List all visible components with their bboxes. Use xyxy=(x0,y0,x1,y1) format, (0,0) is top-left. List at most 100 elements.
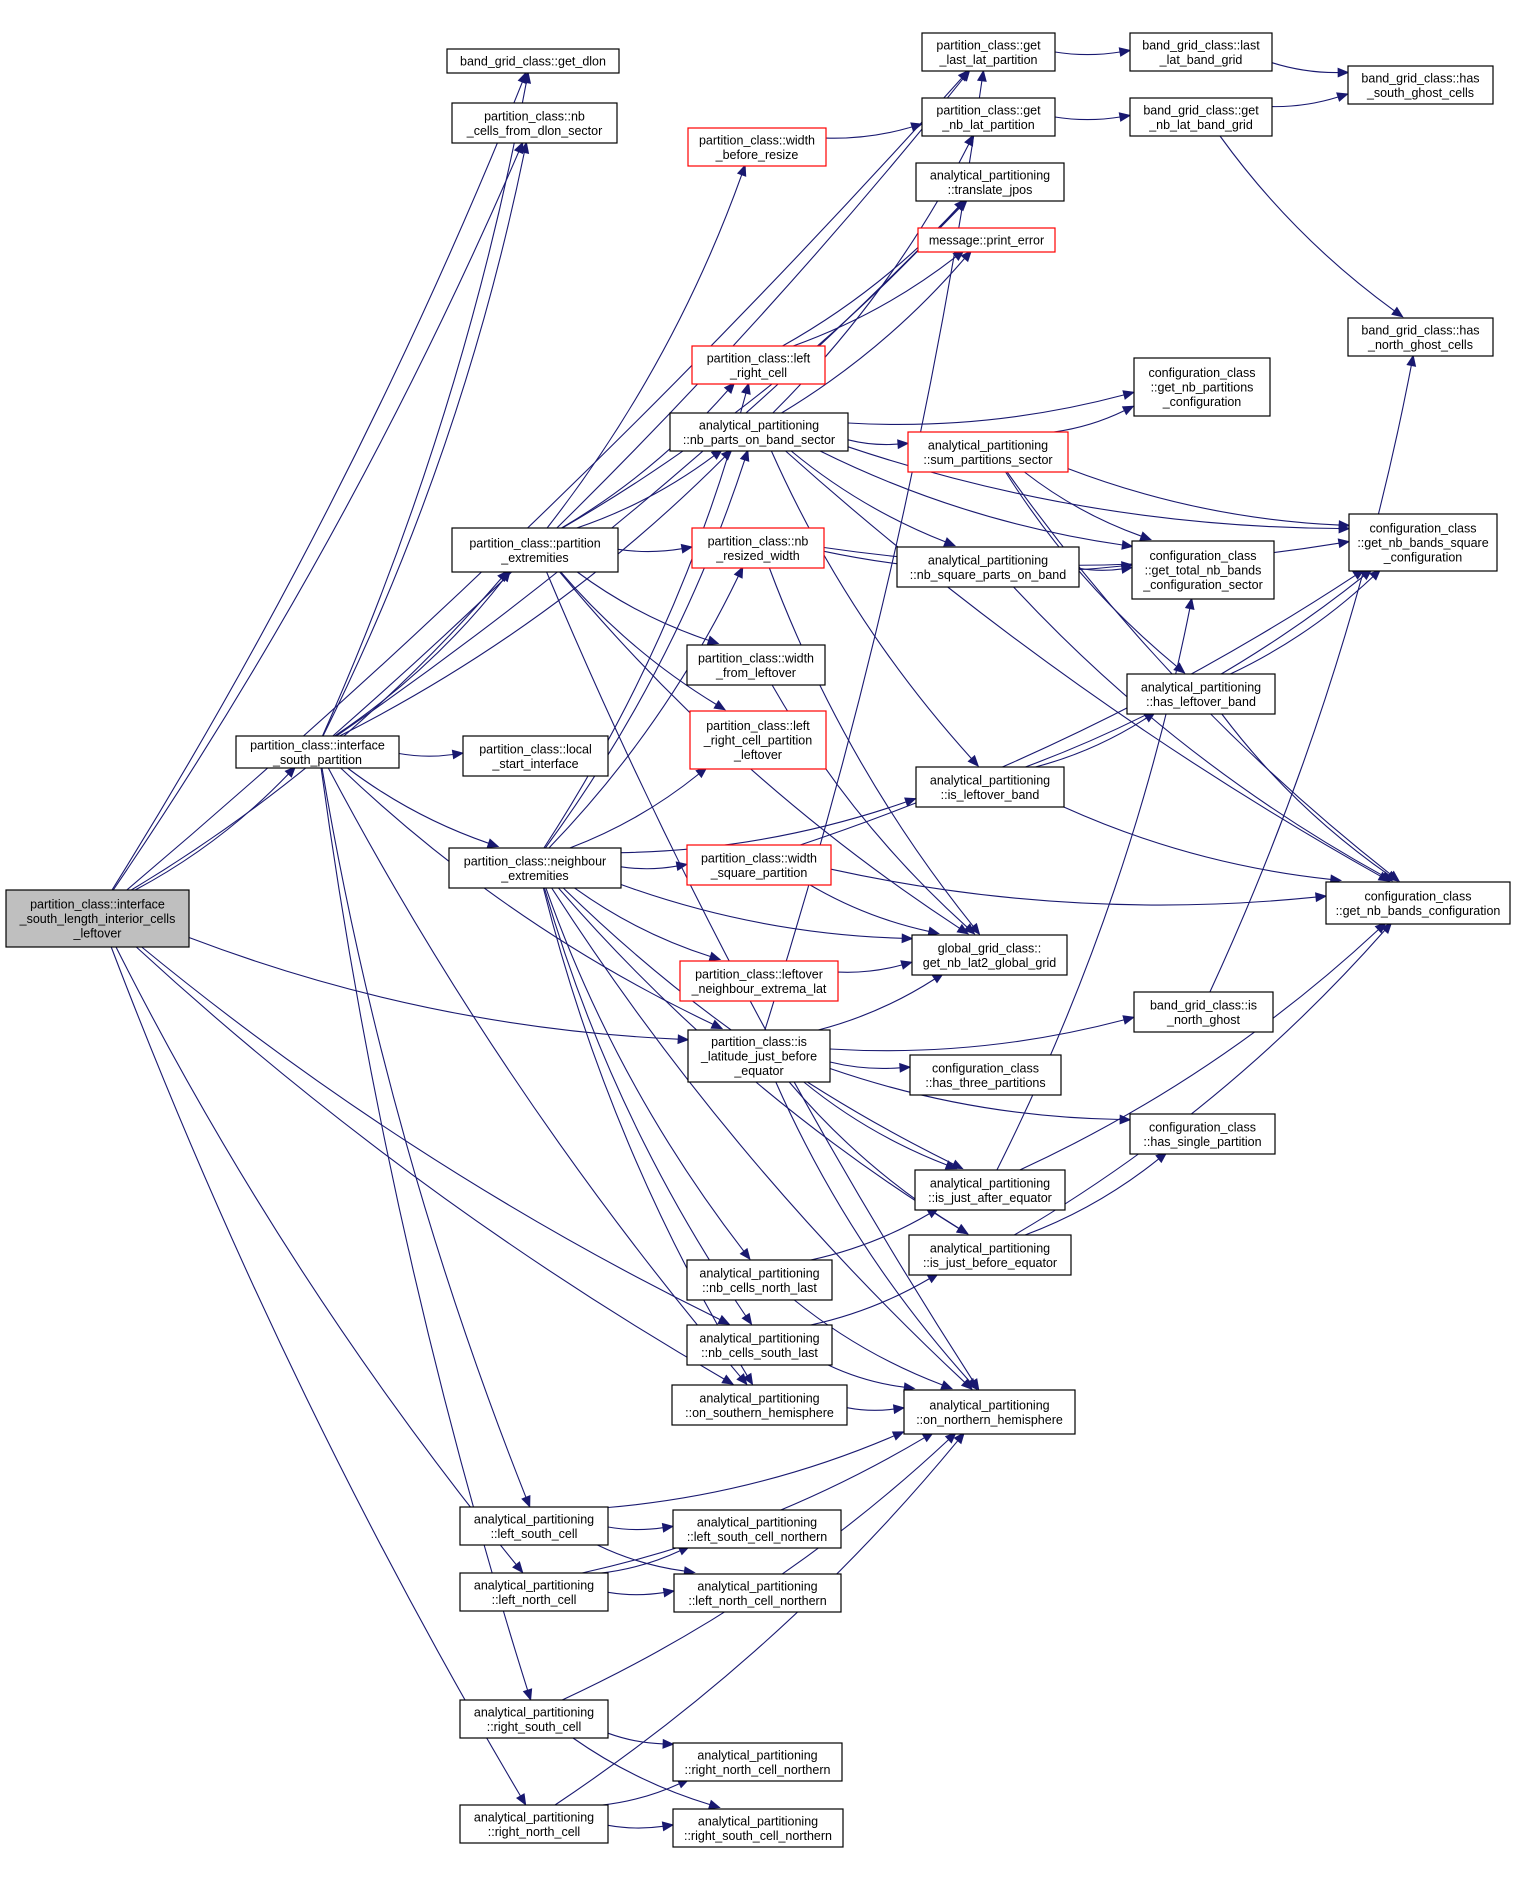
node-label-line: ::right_south_cell xyxy=(487,1720,582,1734)
node-has-leftover-band[interactable]: analytical_partitioning::has_leftover_ba… xyxy=(1126,673,1276,715)
node-label-line: ::sum_partitions_sector xyxy=(923,453,1052,467)
edge-neighbour-extremities-to-nb-cells-south-last xyxy=(543,887,753,1326)
node-nb-resized-width[interactable]: partition_class::nb_resized_width xyxy=(691,527,825,569)
node-is-north-ghost[interactable]: band_grid_class::is_north_ghost xyxy=(1133,991,1274,1033)
node-has-single-partition[interactable]: configuration_class::has_single_partitio… xyxy=(1129,1113,1276,1155)
node-label-line: _south_ghost_cells xyxy=(1366,86,1474,100)
node-box xyxy=(691,345,826,385)
node-get-dlon[interactable]: band_grid_class::get_dlon xyxy=(446,48,620,74)
edge-is-lat-just-before-to-is-just-after-equator xyxy=(803,1081,958,1170)
node-get-last-lat-partition[interactable]: partition_class::get_last_lat_partition xyxy=(921,32,1056,72)
edge-is-lat-just-before-to-is-north-ghost xyxy=(829,1015,1135,1052)
edge-get-nb-lat-band-grid-to-has-south-ghost xyxy=(1271,92,1349,108)
node-label-line: partition_class::is xyxy=(711,1035,807,1049)
edge-root-to-isp xyxy=(134,765,297,891)
node-leftover-neighbour-extrema[interactable]: partition_class::leftover_neighbour_extr… xyxy=(679,960,839,1002)
node-left-north-cell-northern[interactable]: analytical_partitioning::left_north_cell… xyxy=(673,1573,842,1613)
node-has-north-ghost[interactable]: band_grid_class::has_north_ghost_cells xyxy=(1347,317,1494,357)
node-label-line: partition_class::width xyxy=(701,851,817,865)
node-label-line: configuration_class xyxy=(1148,366,1255,380)
node-label-line: partition_class::partition xyxy=(469,536,600,550)
node-label-line: ::right_north_cell xyxy=(488,1825,580,1839)
node-right-north-cell[interactable]: analytical_partitioning::right_north_cel… xyxy=(459,1804,609,1844)
node-label-line: analytical_partitioning xyxy=(699,1391,819,1405)
node-neighbour-extremities[interactable]: partition_class::neighbour_extremities xyxy=(448,847,622,889)
node-left-right-cell[interactable]: partition_class::left_right_cell xyxy=(691,345,826,385)
node-box xyxy=(686,644,826,686)
node-is-just-before-equator[interactable]: analytical_partitioning::is_just_before_… xyxy=(908,1234,1072,1276)
edge-neighbour-extremities-to-is-leftover-band xyxy=(620,797,917,854)
node-is-lat-just-before[interactable]: partition_class::is_latitude_just_before… xyxy=(687,1029,831,1083)
edge-is-just-before-equator-to-nb-bands-configuration xyxy=(1014,921,1393,1236)
node-label-line: band_grid_class::get_dlon xyxy=(460,55,606,69)
node-label-line: analytical_partitioning xyxy=(930,1241,1050,1255)
node-on-southern[interactable]: analytical_partitioning::on_southern_hem… xyxy=(671,1384,848,1426)
node-width-before-resize[interactable]: partition_class::width_before_resize xyxy=(687,127,827,167)
node-sum-partitions-sector[interactable]: analytical_partitioning::sum_partitions_… xyxy=(907,431,1069,473)
node-get-nb-lat-band-grid[interactable]: band_grid_class::get_nb_lat_band_grid xyxy=(1129,97,1273,137)
node-label-line: partition_class::local xyxy=(479,742,592,756)
node-nb-bands-configuration[interactable]: configuration_class::get_nb_bands_config… xyxy=(1325,881,1511,925)
node-label-line: _right_cell xyxy=(729,366,787,380)
node-nb-partitions-conf[interactable]: configuration_class::get_nb_partitions_c… xyxy=(1133,357,1271,417)
node-partition-extremities[interactable]: partition_class::partition_extremities xyxy=(451,527,619,573)
node-nb-square-parts[interactable]: analytical_partitioning::nb_square_parts… xyxy=(896,546,1080,588)
node-is-just-after-equator[interactable]: analytical_partitioning::is_just_after_e… xyxy=(914,1169,1066,1211)
edge-partition-extremities-to-lrc-partition-leftover xyxy=(560,571,727,711)
node-label-line: configuration_class xyxy=(1149,549,1256,563)
node-has-south-ghost[interactable]: band_grid_class::has_south_ghost_cells xyxy=(1347,65,1494,105)
node-total-nb-bands[interactable]: configuration_class::get_total_nb_bands_… xyxy=(1131,540,1275,600)
node-box xyxy=(235,735,400,769)
node-left-north-cell[interactable]: analytical_partitioning::left_north_cell xyxy=(459,1572,609,1612)
edge-is-leftover-band-to-has-leftover-band xyxy=(1035,711,1156,768)
node-has-three-partitions[interactable]: configuration_class::has_three_partition… xyxy=(909,1054,1062,1096)
edge-neighbour-extremities-to-on-southern xyxy=(542,887,754,1386)
node-right-north-cell-northern[interactable]: analytical_partitioning::right_north_cel… xyxy=(672,1742,843,1782)
node-on-northern[interactable]: analytical_partitioning::on_northern_hem… xyxy=(903,1389,1076,1435)
node-width-from-leftover[interactable]: partition_class::width_from_leftover xyxy=(686,644,826,686)
edge-root-to-is-lat-just-before xyxy=(188,936,690,1045)
node-get-nb-lat-partition[interactable]: partition_class::get_nb_lat_partition xyxy=(921,97,1056,137)
node-label-line: ::left_north_cell_northern xyxy=(688,1594,826,1608)
node-box xyxy=(896,546,1080,588)
node-label-line: ::nb_parts_on_band_sector xyxy=(683,433,835,447)
edge-right-north-cell-to-right-south-cell-northern xyxy=(607,1821,675,1832)
edge-neighbour-extremities-to-leftover-neighbour-extrema xyxy=(574,887,722,962)
node-left-south-cell[interactable]: analytical_partitioning::left_south_cell xyxy=(459,1506,609,1546)
node-print-error[interactable]: message::print_error xyxy=(917,227,1056,253)
edge-partition-extremities-to-left-right-cell xyxy=(561,381,736,529)
node-box xyxy=(448,847,622,889)
node-label-line: band_grid_class::has xyxy=(1361,71,1479,85)
node-label-line: partition_class::neighbour xyxy=(464,854,606,868)
edge-right-south-cell-to-on-northern xyxy=(561,1431,957,1701)
node-nb-cells-dlon[interactable]: partition_class::nb_cells_from_dlon_sect… xyxy=(451,102,618,144)
node-label-line: analytical_partitioning xyxy=(929,1398,1049,1412)
node-isp[interactable]: partition_class::interface_south_partiti… xyxy=(235,735,400,769)
node-last-lat-band-grid[interactable]: band_grid_class::last_lat_band_grid xyxy=(1129,32,1273,72)
node-width-square-partition[interactable]: partition_class::width_square_partition xyxy=(686,844,832,886)
node-nb-cells-north-last[interactable]: analytical_partitioning::nb_cells_north_… xyxy=(686,1259,833,1301)
edge-neighbour-extremities-to-nb-cells-north-last xyxy=(545,887,751,1261)
node-left-south-cell-northern[interactable]: analytical_partitioning::left_south_cell… xyxy=(672,1509,842,1549)
node-label-line: _cells_from_dlon_sector xyxy=(466,124,603,138)
node-nb-parts-band-sector[interactable]: analytical_partitioning::nb_parts_on_ban… xyxy=(669,412,849,452)
node-translate-jpos[interactable]: analytical_partitioning::translate_jpos xyxy=(915,162,1065,202)
node-nb-cells-south-last[interactable]: analytical_partitioning::nb_cells_south_… xyxy=(686,1324,833,1366)
node-label-line: partition_class::get xyxy=(936,103,1041,117)
node-label-line: global_grid_class:: xyxy=(938,941,1042,955)
node-get-nb-lat2[interactable]: global_grid_class::get_nb_lat2_global_gr… xyxy=(911,934,1068,976)
node-is-leftover-band[interactable]: analytical_partitioning::is_leftover_ban… xyxy=(915,766,1065,808)
edge-is-lat-just-before-to-get-last-lat-partition xyxy=(764,69,987,1031)
node-label-line: _square_partition xyxy=(710,866,808,880)
node-label-line: ::right_south_cell_northern xyxy=(684,1829,832,1843)
node-label-line: ::is_leftover_band xyxy=(941,788,1040,802)
node-right-south-cell[interactable]: analytical_partitioning::right_south_cel… xyxy=(459,1699,609,1739)
node-lrc-partition-leftover[interactable]: partition_class::left_right_cell_partiti… xyxy=(689,710,827,770)
node-root[interactable]: partition_class::interface_south_length_… xyxy=(5,889,190,948)
edge-root-to-right-north-cell xyxy=(110,946,527,1806)
edge-nb-parts-band-sector-to-sum-partitions-sector xyxy=(847,439,910,450)
node-local-start-interface[interactable]: partition_class::local_start_interface xyxy=(462,735,609,777)
node-right-south-cell-northern[interactable]: analytical_partitioning::right_south_cel… xyxy=(672,1808,844,1848)
node-nb-bands-square[interactable]: configuration_class::get_nb_bands_square… xyxy=(1348,513,1498,572)
edge-isp-to-get-last-lat-partition xyxy=(332,69,971,737)
